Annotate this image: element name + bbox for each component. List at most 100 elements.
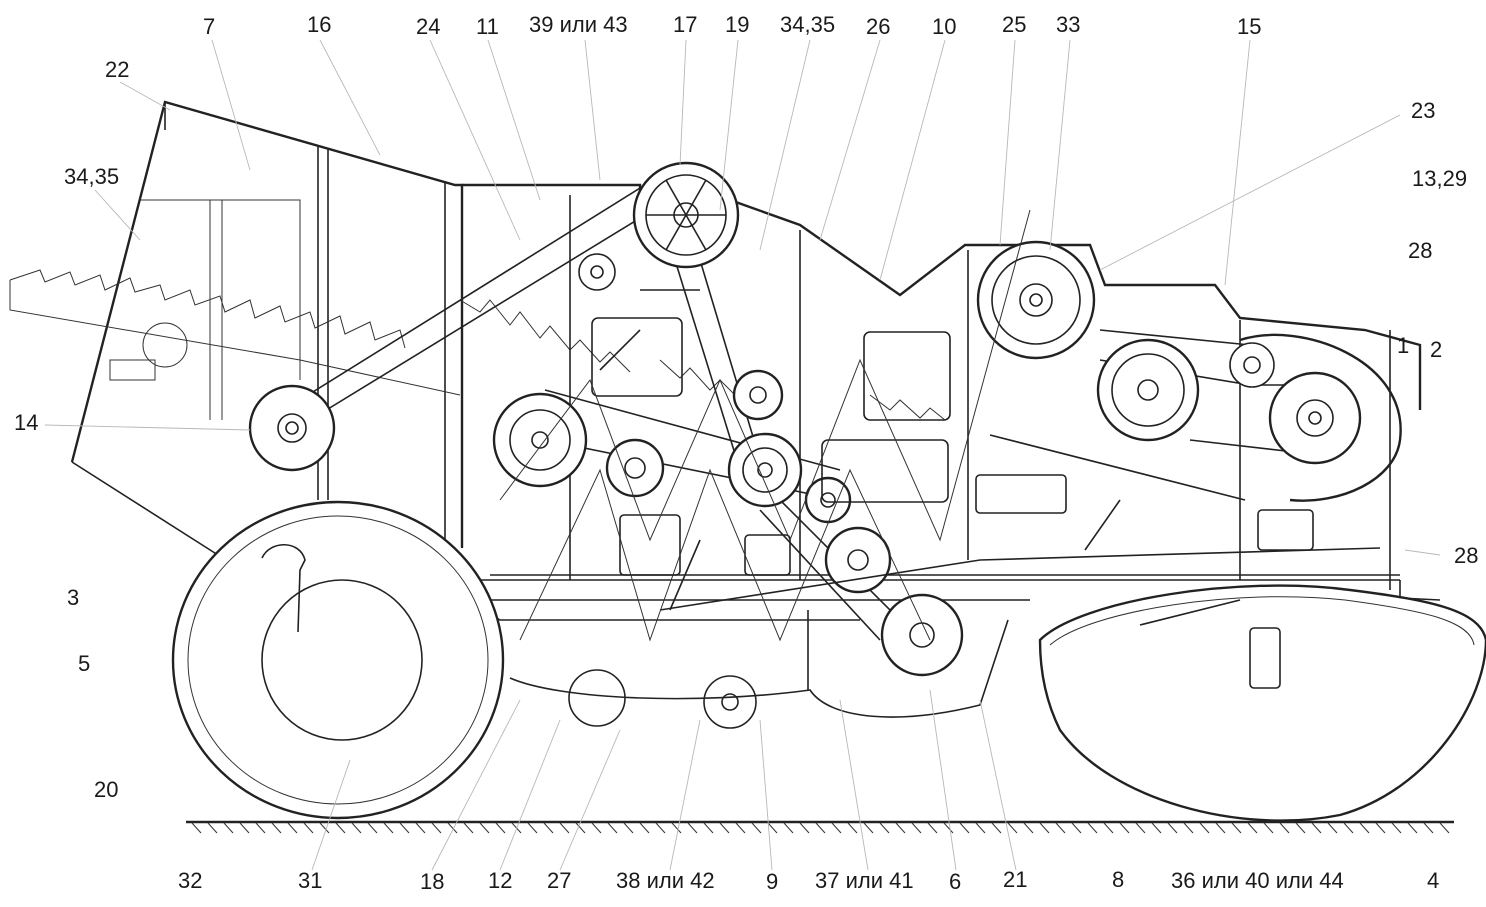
pickup-hood xyxy=(70,100,464,556)
ground-hatch-mark xyxy=(863,822,874,834)
ground-hatch-mark xyxy=(287,822,298,834)
front-wheel xyxy=(171,500,505,820)
callout-right-2: 2 xyxy=(1430,337,1443,362)
ground-hatch-mark xyxy=(1055,822,1066,834)
ground-hatch-mark xyxy=(687,822,698,834)
callout-top-16: 16 xyxy=(307,12,332,37)
ground-hatch-mark xyxy=(351,822,362,834)
callout-top-33: 33 xyxy=(1056,12,1081,37)
callout-left-22: 22 xyxy=(105,57,130,82)
watermark xyxy=(499,209,1031,642)
callout-top-17: 17 xyxy=(673,12,698,37)
ground-hatch-mark xyxy=(703,822,714,834)
callout-bottom-38-42: 38 или 42 xyxy=(616,868,715,893)
callout-right-1: 1 xyxy=(1397,333,1410,358)
ground-hatch-mark xyxy=(1087,822,1098,834)
callout-bottom-32: 32 xyxy=(178,868,203,893)
callout-bottom-37-41: 37 или 41 xyxy=(815,868,914,893)
callout-bottom-36-40-44: 36 или 40 или 44 xyxy=(1171,868,1344,893)
callout-bottom-8: 8 xyxy=(1112,867,1125,892)
ground-hatch-mark xyxy=(271,822,282,834)
ground-hatch-mark xyxy=(943,822,954,834)
callout-right-28-bottom: 28 xyxy=(1454,543,1479,568)
ground-hatch-mark xyxy=(1119,822,1130,834)
ground-hatch-mark xyxy=(879,822,890,834)
pulley-center xyxy=(727,432,803,508)
ground-hatch-mark xyxy=(639,822,650,834)
ground-hatch-mark xyxy=(431,822,442,834)
ground-hatch-mark xyxy=(591,822,602,834)
ground-hatch-mark xyxy=(1023,822,1034,834)
bale-chamber-skid xyxy=(509,610,1009,729)
gearbox-pulley xyxy=(1096,338,1200,442)
callout-left-20: 20 xyxy=(94,777,119,802)
callout-right-13-29: 13,29 xyxy=(1412,166,1468,191)
callout-top-25: 25 xyxy=(1002,12,1027,37)
sprocket-right-upper xyxy=(1229,342,1275,388)
pickup-tines xyxy=(9,269,946,421)
ground-hatch-mark xyxy=(239,822,250,834)
callout-top-10: 10 xyxy=(932,14,957,39)
ground-hatch-mark xyxy=(1247,822,1258,834)
ground-hatch-mark xyxy=(1071,822,1082,834)
pulley-large-top xyxy=(632,161,740,269)
inspection-windows xyxy=(591,317,1314,576)
ground-hatch-mark xyxy=(927,822,938,834)
ground-hatch-mark xyxy=(1231,822,1242,834)
callout-left-5: 5 xyxy=(78,651,91,676)
ground-hatch-mark xyxy=(1423,822,1434,834)
leader-lines xyxy=(44,39,1441,871)
pulley-idler-2 xyxy=(578,253,616,291)
ground-hatch-mark xyxy=(831,822,842,834)
ground-hatch-mark xyxy=(447,822,458,834)
ground-hatch-mark xyxy=(1279,822,1290,834)
knotter-wheel xyxy=(1268,371,1362,465)
callout-bottom-4: 4 xyxy=(1427,868,1440,893)
ground-hatch-mark xyxy=(1407,822,1418,834)
callout-left-14: 14 xyxy=(14,410,39,435)
callout-bottom-18: 18 xyxy=(420,869,445,894)
ground-hatch-mark xyxy=(415,822,426,834)
ground-hatch-mark xyxy=(367,822,378,834)
ground-hatch-mark xyxy=(623,822,634,834)
ground-hatch-mark xyxy=(255,822,266,834)
pulley-feeder xyxy=(492,392,588,488)
ground-hatch-mark xyxy=(575,822,586,834)
ground-hatch-mark xyxy=(719,822,730,834)
callout-bottom-31: 31 xyxy=(298,868,323,893)
ground-hatch-mark xyxy=(335,822,346,834)
flywheel xyxy=(976,240,1096,360)
callout-top-26: 26 xyxy=(866,14,891,39)
ground-hatch-mark xyxy=(543,822,554,834)
pulley-idler-1 xyxy=(605,438,665,498)
callout-top-7: 7 xyxy=(203,14,216,39)
ground-hatch-mark xyxy=(991,822,1002,834)
ground-hatch-mark xyxy=(751,822,762,834)
ground-hatch-mark xyxy=(319,822,330,834)
callout-bottom-21: 21 xyxy=(1003,867,1028,892)
ground-hatch-mark xyxy=(479,822,490,834)
pulley-small-upper xyxy=(732,369,784,421)
ground-hatch-mark xyxy=(1327,822,1338,834)
ground-hatch-mark xyxy=(1311,822,1322,834)
ground-hatch-mark xyxy=(1263,822,1274,834)
ground-hatch-mark xyxy=(1391,822,1402,834)
ground-hatch-mark xyxy=(1375,822,1386,834)
callout-left-34-35: 34,35 xyxy=(64,164,120,189)
pulley-small-mid xyxy=(804,476,852,524)
ground-hatch-mark xyxy=(303,822,314,834)
pulley-bottom xyxy=(880,593,964,677)
ground-line xyxy=(186,820,1454,834)
ground-hatch-mark xyxy=(191,822,202,834)
ground-hatch-mark xyxy=(1183,822,1194,834)
callout-top-24: 24 xyxy=(416,14,441,39)
ground-hatch-mark xyxy=(207,822,218,834)
ground-hatch-mark xyxy=(223,822,234,834)
callout-bottom-6: 6 xyxy=(949,869,962,894)
ground-hatch-mark xyxy=(1039,822,1050,834)
ground-hatch-mark xyxy=(1135,822,1146,834)
callout-right-28-top: 28 xyxy=(1408,238,1433,263)
ground-hatch-mark xyxy=(495,822,506,834)
